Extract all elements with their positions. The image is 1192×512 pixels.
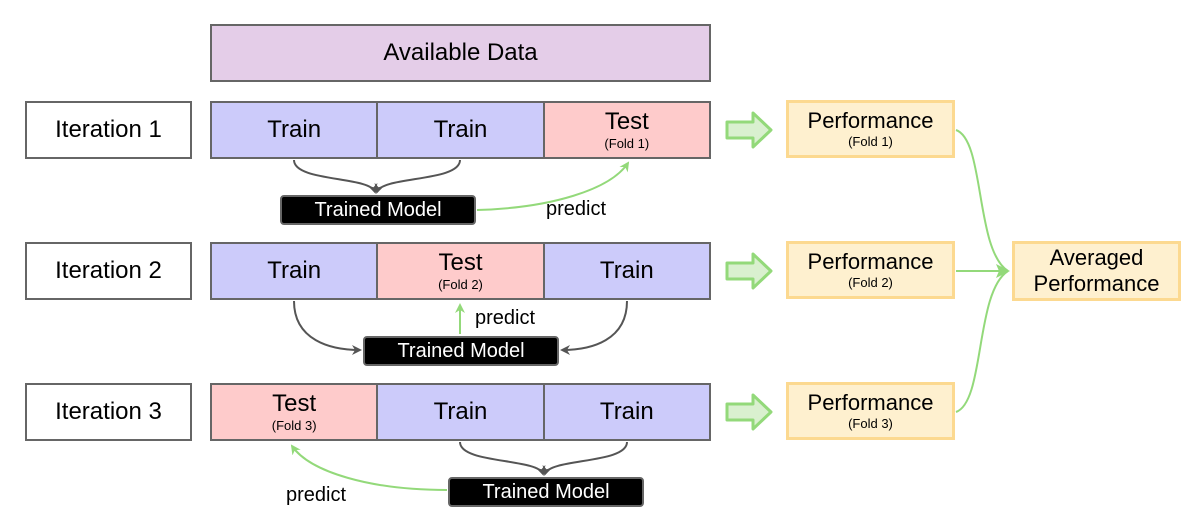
trained-model-label: Trained Model — [482, 480, 610, 503]
iteration-3-folds: Test (Fold 3) Train Train — [210, 383, 711, 441]
fold-test: Test (Fold 2) — [376, 244, 543, 298]
fold-label: Train — [267, 257, 322, 285]
fold-label: Train — [599, 398, 654, 426]
fold-train: Train — [376, 385, 543, 439]
iteration-1-folds: Train Train Test (Fold 1) — [210, 101, 711, 159]
train-to-model-arrow — [293, 159, 378, 194]
averaged-performance: Averaged Performance — [1012, 241, 1181, 301]
performance-label: Performance — [807, 389, 934, 415]
fold-label: Test — [604, 108, 649, 136]
train-to-model-arrow — [542, 441, 628, 476]
iteration-1-label-box: Iteration 1 — [25, 101, 192, 159]
predict-label-1: predict — [546, 198, 607, 220]
performance-fold-number: (Fold 3) — [848, 415, 893, 431]
train-to-model-arrow — [560, 300, 628, 355]
performance-to-average-arrow — [955, 270, 1009, 413]
block-arrow-icon — [725, 252, 773, 290]
fold-train: Train — [212, 103, 377, 157]
predict-label-3: predict — [286, 484, 347, 506]
averaged-performance-line1: Averaged — [1049, 244, 1144, 270]
trained-model-2: Trained Model — [363, 336, 559, 366]
trained-model-3: Trained Model — [448, 477, 644, 507]
iteration-3-label: Iteration 3 — [55, 398, 162, 425]
block-arrow-icon — [725, 111, 773, 149]
performance-fold-3: Performance (Fold 3) — [786, 382, 955, 440]
available-data-bar: Available Data — [210, 24, 711, 82]
block-arrow-icon — [725, 393, 773, 431]
train-to-model-arrow — [459, 441, 546, 476]
performance-fold-number: (Fold 2) — [848, 274, 893, 290]
fold-train: Train — [542, 244, 709, 298]
fold-train: Train — [376, 103, 543, 157]
fold-label: Test — [272, 390, 317, 418]
averaged-performance-line2: Performance — [1033, 271, 1160, 296]
performance-label: Performance — [807, 107, 934, 133]
iteration-2-label: Iteration 2 — [55, 257, 162, 284]
fold-test: Test (Fold 1) — [542, 103, 709, 157]
fold-label: Test — [438, 249, 483, 277]
fold-label: Train — [433, 116, 488, 144]
available-data-label: Available Data — [383, 39, 538, 66]
fold-train: Train — [212, 244, 377, 298]
iteration-2-label-box: Iteration 2 — [25, 242, 192, 300]
fold-number: (Fold 2) — [438, 277, 483, 293]
predict-label-2: predict — [475, 307, 536, 329]
performance-fold-1: Performance (Fold 1) — [786, 100, 955, 158]
trained-model-label: Trained Model — [314, 198, 442, 221]
fold-label: Train — [433, 398, 488, 426]
fold-number: (Fold 1) — [604, 136, 650, 152]
performance-fold-2: Performance (Fold 2) — [786, 241, 955, 299]
iteration-1-label: Iteration 1 — [55, 116, 162, 143]
trained-model-label: Trained Model — [397, 339, 525, 362]
fold-test: Test (Fold 3) — [212, 385, 377, 439]
performance-label: Performance — [807, 248, 934, 274]
iteration-3-label-box: Iteration 3 — [25, 383, 192, 441]
fold-label: Train — [267, 116, 322, 144]
fold-label: Train — [599, 257, 654, 285]
train-to-model-arrow — [293, 300, 362, 355]
fold-train: Train — [542, 385, 709, 439]
performance-fold-number: (Fold 1) — [848, 133, 893, 149]
trained-model-1: Trained Model — [280, 195, 476, 225]
fold-number: (Fold 3) — [271, 418, 317, 434]
performance-to-average-arrow — [955, 129, 1009, 272]
iteration-2-folds: Train Test (Fold 2) Train — [210, 242, 711, 300]
train-to-model-arrow — [374, 159, 461, 194]
